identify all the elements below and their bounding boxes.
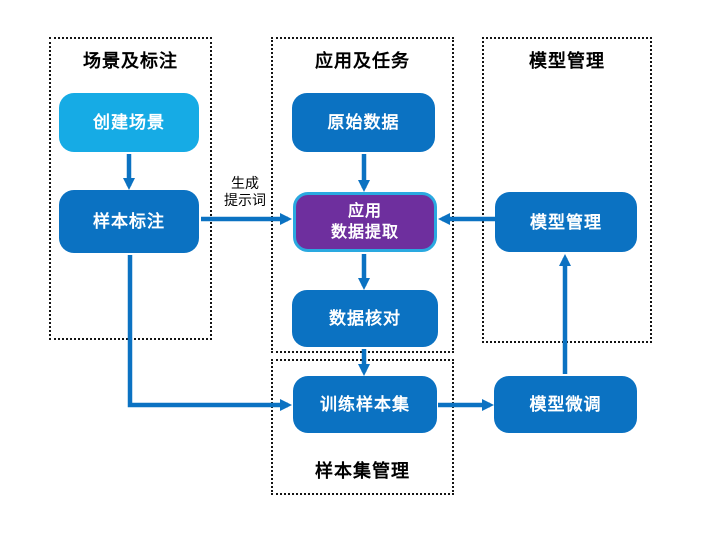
node-model-finetune: 模型微调 xyxy=(494,376,637,433)
container-title-app-tasks: 应用及任务 xyxy=(315,51,410,71)
node-sample-annotation: 样本标注 xyxy=(59,190,199,253)
node-app-data-extract: 应用 数据提取 xyxy=(293,192,437,252)
node-model-management: 模型管理 xyxy=(495,192,637,252)
container-scene-annotation: 场景及标注 xyxy=(49,37,212,340)
container-model-management: 模型管理 xyxy=(482,37,652,343)
container-title-sample-set-management: 样本集管理 xyxy=(315,461,410,481)
node-raw-data: 原始数据 xyxy=(292,93,435,152)
container-title-model-management: 模型管理 xyxy=(529,51,605,71)
edge-label-generate-prompt: 生成 提示词 xyxy=(224,175,266,208)
node-training-sample-set: 训练样本集 xyxy=(293,376,437,433)
container-title-scene-annotation: 场景及标注 xyxy=(83,51,178,71)
node-create-scene: 创建场景 xyxy=(59,93,199,152)
node-data-check: 数据核对 xyxy=(292,290,438,347)
